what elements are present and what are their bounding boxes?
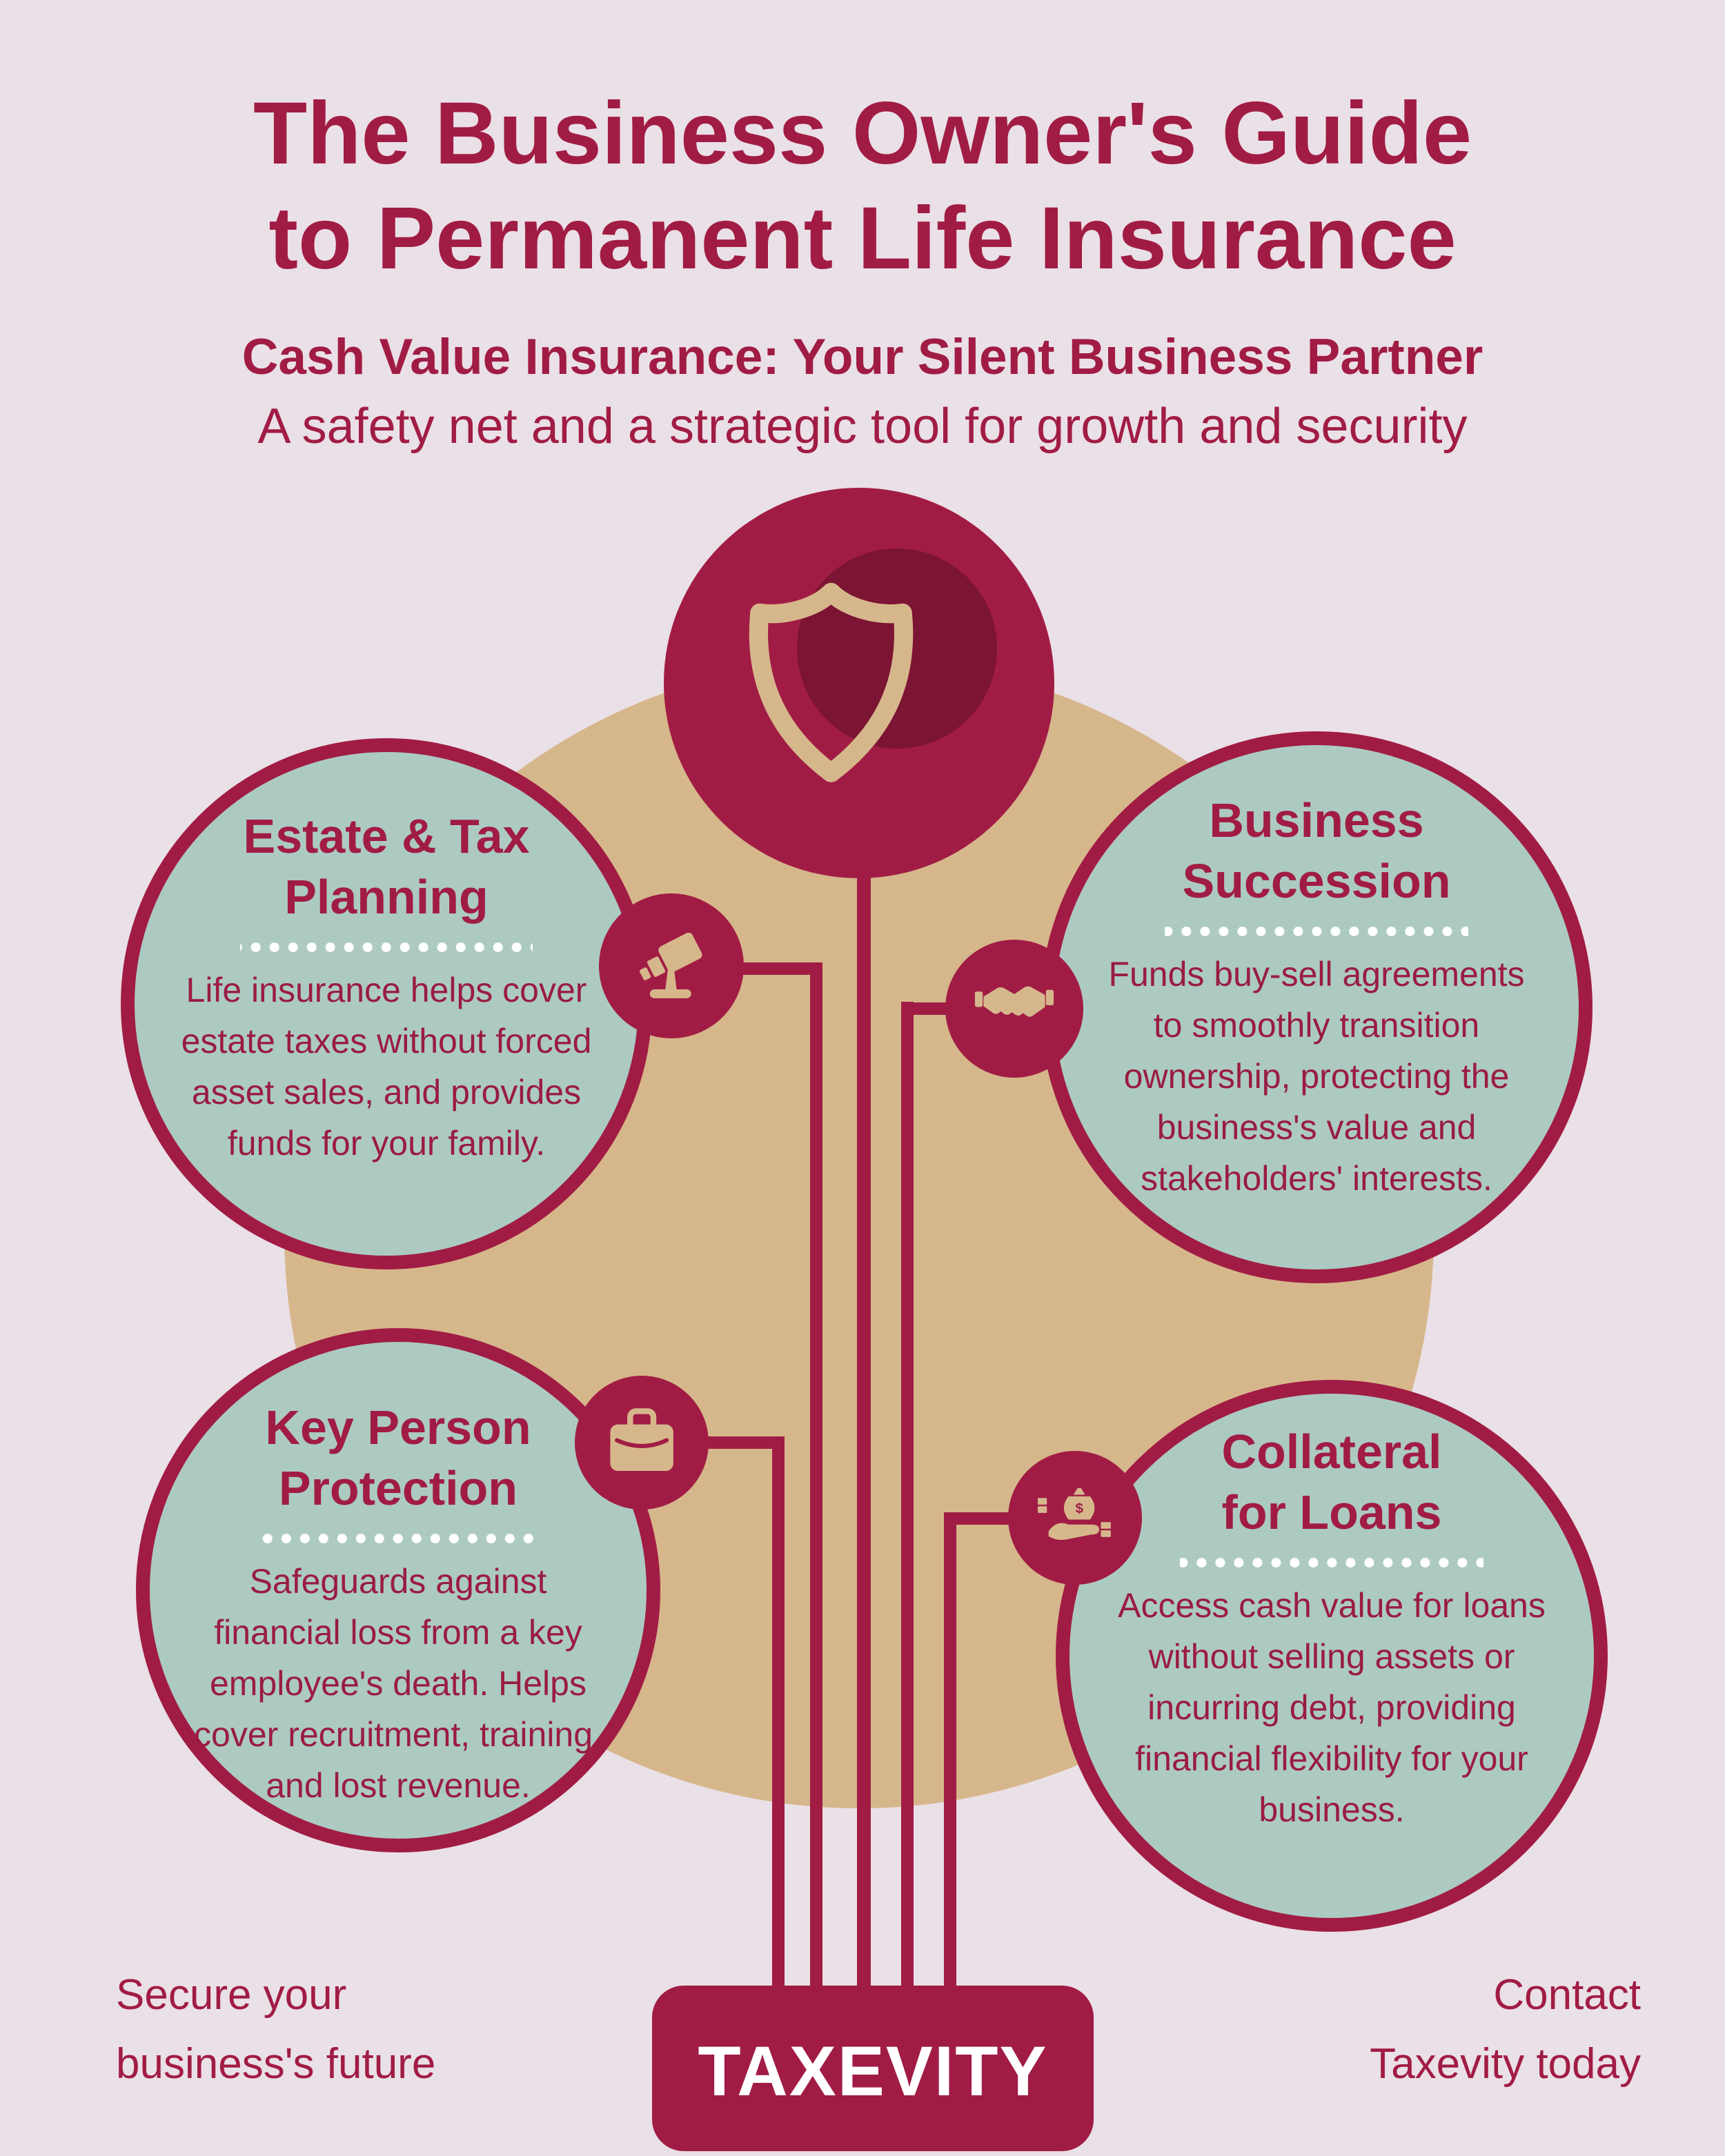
- footer-right-line-1: Contact: [1493, 1971, 1641, 2019]
- connector-line-keyperson: [772, 1436, 785, 1999]
- section-collateral-for-loans: Collateral for Loans Access cash value f…: [1056, 1380, 1608, 1932]
- section-business-succession: Business Succession Funds buy-sell agree…: [1041, 731, 1593, 1283]
- footer-right-line-2: Taxevity today: [1370, 2040, 1641, 2088]
- money-hand-icon: $: [1037, 1487, 1111, 1540]
- section-title-line-1: Key Person: [265, 1401, 531, 1454]
- connector-line-succession: [901, 1002, 914, 1999]
- section-body: Life insurance helps cover estate taxes …: [181, 971, 592, 1163]
- connector-line-center: [857, 862, 871, 1999]
- dotted-divider: [1164, 927, 1469, 936]
- svg-text:$: $: [1075, 1501, 1083, 1516]
- header: The Business Owner's Guide to Permanent …: [0, 81, 1725, 455]
- footer-right-text: Contact Taxevity today: [1370, 1961, 1641, 2099]
- dotted-divider: [254, 1534, 542, 1543]
- section-estate-tax-planning: Estate & Tax Planning Life insurance hel…: [121, 738, 652, 1269]
- section-title-line-2: Succession: [1182, 854, 1451, 908]
- subtitle-bold: Cash Value Insurance: Your Silent Busine…: [241, 329, 1483, 385]
- collateral-icon-circle: $: [1008, 1451, 1142, 1585]
- dotted-divider: [1179, 1558, 1484, 1567]
- center-shield-circle: [664, 488, 1054, 878]
- section-title: Collateral for Loans: [1070, 1421, 1594, 1543]
- succession-icon-circle: [945, 940, 1083, 1078]
- estate-icon-circle: [599, 893, 744, 1038]
- section-title-line-1: Collateral: [1221, 1425, 1442, 1478]
- connector-line-estate: [810, 962, 822, 1999]
- connector-elbow-collateral: [944, 1512, 1016, 1525]
- taxevity-logo-box: TAXEVITY: [652, 1986, 1094, 2151]
- telescope-icon: [639, 932, 702, 998]
- shield-icon: [749, 582, 914, 782]
- page-title-line-2: to Permanent Life Insurance: [268, 189, 1457, 288]
- footer-left-text: Secure your business's future: [116, 1961, 435, 2099]
- section-key-person-protection: Key Person Protection Safeguards against…: [136, 1328, 660, 1852]
- section-body: Access cash value for loans without sell…: [1118, 1586, 1546, 1829]
- section-title-line-2: Planning: [284, 870, 489, 924]
- briefcase-icon: [610, 1408, 673, 1471]
- section-title: Key Person Protection: [150, 1397, 647, 1519]
- page-title-line-1: The Business Owner's Guide: [253, 84, 1472, 183]
- connector-elbow-estate: [731, 962, 822, 975]
- section-body: Funds buy-sell agreements to smoothly tr…: [1108, 955, 1525, 1198]
- connector-line-collateral: [944, 1512, 956, 1999]
- subtitle-light: A safety net and a strategic tool for gr…: [257, 399, 1468, 454]
- section-title: Business Succession: [1054, 790, 1579, 911]
- footer-left-line-1: Secure your: [116, 1971, 347, 2019]
- section-title-line-1: Business: [1209, 793, 1424, 847]
- section-title-line-1: Estate & Tax: [243, 809, 530, 863]
- handshake-icon: [974, 986, 1054, 1017]
- dotted-divider: [240, 942, 533, 952]
- connector-elbow-keyperson: [703, 1436, 785, 1449]
- connector-elbow-succession: [901, 1002, 954, 1015]
- footer-left-line-2: business's future: [116, 2040, 436, 2088]
- section-title-line-2: Protection: [278, 1461, 518, 1515]
- keyperson-icon-circle: [575, 1376, 709, 1510]
- section-title-line-2: for Loans: [1221, 1485, 1442, 1539]
- section-title: Estate & Tax Planning: [135, 806, 638, 927]
- section-body: Safeguards against financial loss from a…: [194, 1562, 602, 1805]
- taxevity-logo-wordmark: TAXEVITY: [698, 2032, 1048, 2110]
